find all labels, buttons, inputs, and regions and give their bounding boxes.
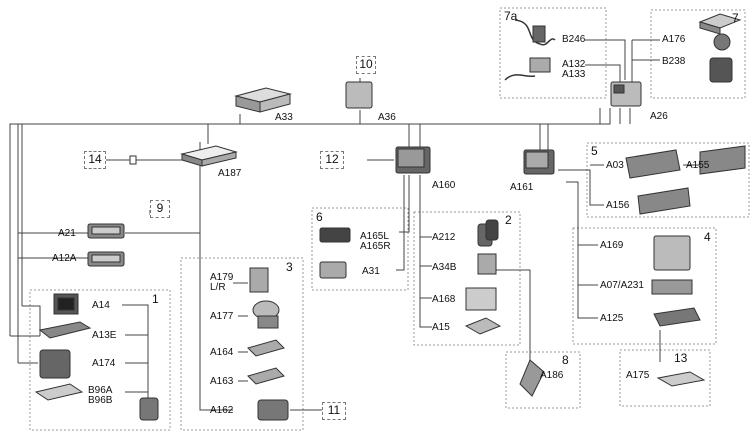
label-a160: A160: [432, 180, 455, 191]
group-13-number: 13: [674, 352, 687, 365]
a15-unit: [466, 318, 500, 334]
a132-link: [585, 65, 620, 82]
b246-link: [585, 40, 625, 80]
a07-unit: [652, 280, 692, 294]
a13e-unit: [40, 322, 90, 338]
label-a179-lr: A179 L/R: [210, 273, 233, 293]
a162-unit: [258, 400, 288, 420]
a175-unit: [658, 372, 704, 386]
a132-part: [530, 58, 550, 72]
label-a13e: A13E: [92, 330, 116, 341]
label-a165: A165L A165R: [360, 232, 391, 252]
label-a162: A162: [210, 405, 233, 416]
group14-connector: [130, 156, 136, 164]
label-b238: B238: [662, 56, 685, 67]
a36-unit: [346, 82, 372, 108]
label-a36: A36: [378, 112, 396, 123]
a163-unit: [248, 368, 284, 384]
components: [36, 14, 745, 420]
label-a03: A03: [606, 160, 624, 171]
group-2-number: 2: [505, 214, 512, 227]
a168-unit: [466, 288, 496, 310]
label-a186: A186: [540, 370, 563, 381]
a13e-link2: [22, 306, 40, 336]
group-11-tag: 11: [322, 402, 346, 420]
label-a21: A21: [58, 228, 76, 239]
group-9-tag: 9: [150, 200, 170, 218]
label-a34b: A34B: [432, 262, 456, 273]
a133-part: [505, 75, 535, 80]
a169-unit: [654, 236, 690, 270]
a179-unit: [250, 268, 268, 292]
group-6-number: 6: [316, 211, 323, 224]
label-a07-a231: A07/A231: [600, 280, 644, 291]
label-a176: A176: [662, 34, 685, 45]
label-a155: A155: [686, 160, 709, 171]
label-a31: A31: [362, 266, 380, 277]
group-5-number: 5: [591, 145, 598, 158]
group2-trunk: [420, 175, 432, 327]
group-3-number: 3: [286, 261, 293, 274]
label-b96a-b96b: B96A B96B: [88, 386, 112, 406]
label-a12a: A12A: [52, 253, 76, 264]
label-a168: A168: [432, 294, 455, 305]
group-7-number: 7: [732, 12, 739, 25]
a174-unit: [40, 350, 70, 378]
label-a125: A125: [600, 313, 623, 324]
label-a175: A175: [626, 370, 649, 381]
label-a156: A156: [606, 200, 629, 211]
label-a163: A163: [210, 376, 233, 387]
group4-trunk: [566, 182, 598, 318]
group-8-number: 8: [562, 354, 569, 367]
label-a169: A169: [600, 240, 623, 251]
label-a161: A161: [510, 182, 533, 193]
a164-unit: [248, 340, 284, 356]
a34b-unit: [478, 254, 496, 274]
label-a132-a133: A132 A133: [562, 60, 585, 80]
label-a14: A14: [92, 300, 110, 311]
group-1-number: 1: [152, 293, 159, 306]
group-7a-number: 7a: [504, 10, 517, 23]
label-a15: A15: [432, 322, 450, 333]
group-12-tag: 12: [320, 151, 344, 169]
label-b246: B246: [562, 34, 585, 45]
label-a164: A164: [210, 347, 233, 358]
label-a187: A187: [218, 168, 241, 179]
group-14-tag: 14: [84, 151, 106, 169]
a31-link: [396, 175, 404, 270]
label-a26: A26: [650, 111, 668, 122]
group-10-tag: 10: [356, 56, 376, 74]
a156-link: [558, 170, 604, 205]
label-a212: A212: [432, 232, 455, 243]
group1-bracket: [122, 305, 152, 402]
a31-unit: [320, 262, 346, 278]
a165-unit: [320, 228, 350, 242]
a156-unit: [638, 188, 690, 214]
label-a177: A177: [210, 311, 233, 322]
a186-link: [496, 270, 530, 372]
group-2-box: [414, 212, 520, 345]
a03-unit: [626, 150, 680, 178]
group-4-number: 4: [704, 231, 711, 244]
a125-unit: [654, 308, 700, 326]
b96-part: [140, 398, 158, 420]
b96-unit: [36, 384, 82, 400]
label-a33: A33: [275, 112, 293, 123]
label-a174: A174: [92, 358, 115, 369]
b238-part: [714, 34, 730, 50]
